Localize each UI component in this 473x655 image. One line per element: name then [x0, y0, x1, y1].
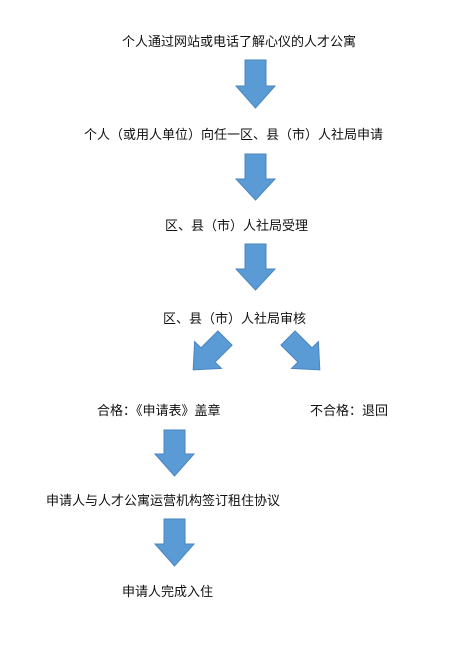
step-move-in: 申请人完成入住 — [122, 585, 214, 600]
step-accept: 区、县（市）人社局受理 — [165, 219, 309, 234]
step-sign-agreement: 申请人与人才公寓运营机构签订租住协议 — [46, 494, 281, 509]
arrow-down-icon — [153, 429, 196, 477]
step-qualified: 合格：《申请表》盖章 — [97, 404, 221, 419]
arrow-down-icon — [234, 153, 277, 201]
arrow-down-icon — [153, 518, 196, 567]
arrow-down-left-icon — [192, 330, 233, 371]
step-unqualified: 不合格：退回 — [310, 404, 389, 419]
step-apply: 个人（或用人单位）向任一区、县（市）人社局申请 — [84, 128, 384, 143]
step-review: 区、县（市）人社局审核 — [163, 312, 307, 327]
arrow-down-right-icon — [280, 330, 321, 371]
step-learn-apartment: 个人通过网站或电话了解心仪的人才公寓 — [122, 35, 357, 50]
arrow-down-icon — [234, 243, 277, 291]
arrow-down-icon — [234, 59, 277, 109]
